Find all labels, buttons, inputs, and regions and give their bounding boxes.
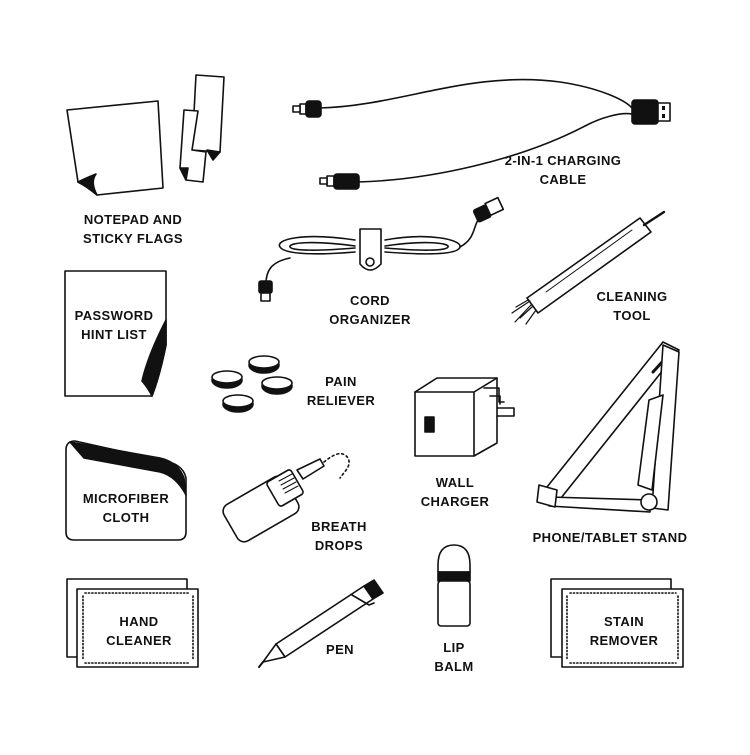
label-stain-remover-line1: STAIN xyxy=(603,614,645,629)
wall-charger-icon xyxy=(415,378,514,456)
label-cord-organizer-line2: ORGANIZER xyxy=(329,312,411,327)
label-lip-balm-line1: LIP xyxy=(443,640,465,655)
label-pain-reliever: PAIN RELIEVER xyxy=(296,372,386,410)
label-pain-reliever-line1: PAIN xyxy=(325,374,357,389)
stain-remover-packet-icon xyxy=(551,579,683,667)
label-password-hint-list-line2: HINT LIST xyxy=(81,327,147,342)
microfiber-cloth-icon xyxy=(66,441,186,540)
cleaning-tool-icon xyxy=(512,212,664,324)
label-phone-tablet-stand: PHONE/TABLET STAND xyxy=(520,528,700,547)
label-microfiber-cloth-line1: MICROFIBER xyxy=(82,491,170,506)
label-charging-cable: 2-IN-1 CHARGING CABLE xyxy=(498,151,628,189)
password-list-icon xyxy=(65,271,166,396)
label-charging-cable-line2: CABLE xyxy=(539,172,587,187)
hand-cleaner-packet-icon xyxy=(67,579,198,667)
label-hand-cleaner: HAND CLEANER xyxy=(88,612,190,650)
label-microfiber-cloth-line2: CLOTH xyxy=(102,510,150,525)
pain-reliever-icon xyxy=(212,356,292,412)
label-wall-charger-line2: CHARGER xyxy=(420,494,490,509)
label-charging-cable-line1: 2-IN-1 CHARGING xyxy=(504,153,622,168)
label-cord-organizer-line1: CORD xyxy=(350,293,390,308)
label-cleaning-tool-line2: TOOL xyxy=(613,308,651,323)
label-lip-balm: LIP BALM xyxy=(424,638,484,676)
label-stain-remover-line2: REMOVER xyxy=(589,633,659,648)
label-stain-remover: STAIN REMOVER xyxy=(572,612,676,650)
notepad-sticky-flags-icon xyxy=(67,75,224,195)
label-password-hint-list: PASSWORD HINT LIST xyxy=(66,306,162,344)
label-breath-drops-line1: BREATH xyxy=(311,519,367,534)
label-notepad-line2: STICKY FLAGS xyxy=(83,231,183,246)
label-pen: PEN xyxy=(318,640,362,659)
label-cleaning-tool-line1: CLEANING xyxy=(596,289,668,304)
label-wall-charger-line1: WALL xyxy=(435,475,475,490)
label-pain-reliever-line2: RELIEVER xyxy=(306,393,376,408)
label-lip-balm-line2: BALM xyxy=(434,659,474,674)
charging-cable-icon xyxy=(293,80,670,189)
label-cord-organizer: CORD ORGANIZER xyxy=(320,291,420,329)
label-microfiber-cloth: MICROFIBER CLOTH xyxy=(70,489,182,527)
label-cleaning-tool: CLEANING TOOL xyxy=(584,287,680,325)
breath-drops-icon xyxy=(220,454,349,545)
label-password-hint-list-line1: PASSWORD xyxy=(74,308,154,323)
label-notepad-line1: NOTEPAD AND xyxy=(83,212,183,227)
label-notepad: NOTEPAD AND STICKY FLAGS xyxy=(80,210,186,248)
pen-icon xyxy=(259,580,383,667)
label-hand-cleaner-line2: CLEANER xyxy=(106,633,172,648)
label-breath-drops: BREATH DROPS xyxy=(296,517,382,555)
label-phone-tablet-stand-line1: PHONE/TABLET STAND xyxy=(532,530,688,545)
label-pen-line1: PEN xyxy=(326,642,354,657)
label-wall-charger: WALL CHARGER xyxy=(410,473,500,511)
label-hand-cleaner-line1: HAND xyxy=(119,614,159,629)
lip-balm-icon xyxy=(438,545,470,626)
cord-organizer-icon xyxy=(259,198,503,301)
phone-stand-icon xyxy=(537,342,679,512)
label-breath-drops-line2: DROPS xyxy=(314,538,364,553)
